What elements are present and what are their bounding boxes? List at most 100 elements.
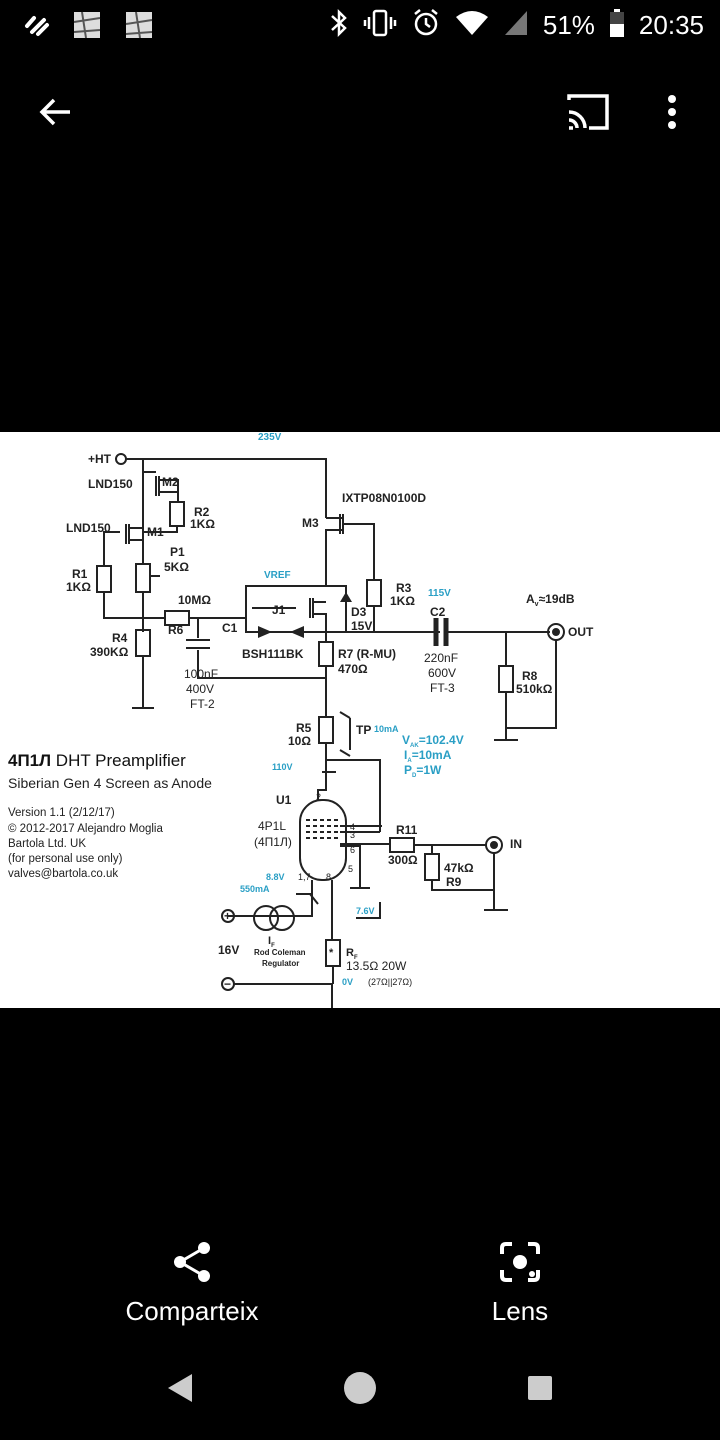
r9-label: R9	[446, 875, 462, 889]
svg-text:IA=10mA: IA=10mA	[404, 748, 452, 764]
clock: 20:35	[638, 9, 704, 40]
v235-label: 235V	[258, 432, 282, 443]
lnd150-label-2: LND150	[66, 521, 111, 535]
r3-value: 1KΩ	[390, 594, 415, 608]
ov-label: 0V	[342, 977, 353, 987]
back-triangle-icon[interactable]	[160, 1368, 200, 1408]
c2-value-2: 600V	[428, 666, 456, 680]
tp-current: 10mA	[374, 724, 399, 734]
pin-3: 3	[350, 830, 355, 840]
av-value: ≈19dB	[539, 592, 575, 606]
m1-label: M1	[147, 525, 164, 539]
v115-label: 115V	[428, 588, 451, 599]
r1-label: R1	[72, 567, 88, 581]
ma550-label: 550mA	[240, 884, 270, 894]
more-vert-icon[interactable]	[648, 88, 696, 136]
pin-2: 2	[316, 792, 321, 802]
j1-label: J1	[272, 603, 286, 617]
r7-label: R7 (R-MU)	[338, 647, 396, 661]
pin-5: 5	[348, 864, 353, 874]
rf-label: R	[346, 947, 354, 959]
m2-label: M2	[162, 475, 179, 489]
home-circle-icon[interactable]	[340, 1368, 380, 1408]
d3-label: D3	[351, 605, 367, 619]
r7-value: 470Ω	[338, 662, 368, 676]
email-text: valves@bartola.co.uk	[8, 868, 118, 880]
bluetooth-icon	[329, 8, 349, 42]
r8-value: 510kΩ	[516, 682, 553, 696]
vak-value: =102.4V	[419, 733, 464, 747]
version-text: Version 1.1 (2/12/17)	[8, 807, 115, 819]
ia-sub: A	[407, 758, 412, 764]
svg-text:PD=1W: PD=1W	[404, 763, 442, 779]
c1-value-1: 100nF	[184, 667, 218, 681]
usage-text: (for personal use only)	[8, 853, 123, 865]
svg-text:VAK=102.4V: VAK=102.4V	[402, 733, 464, 749]
back-arrow-icon[interactable]	[32, 88, 80, 136]
signal-icon	[503, 9, 529, 41]
company-text: Bartola Ltd. UK	[8, 838, 86, 850]
c2-value-1: 220nF	[424, 651, 458, 665]
v110-label: 110V	[272, 762, 293, 772]
in-label: IN	[510, 837, 522, 851]
svg-text:RF: RF	[346, 947, 358, 961]
r4-value: 390KΩ	[90, 645, 129, 659]
bsh111bk-diodes	[258, 592, 352, 638]
v88-label: 8.8V	[266, 872, 285, 882]
plus-terminal: +	[224, 909, 231, 923]
vref-label: VREF	[264, 570, 291, 581]
rf-star: *	[329, 947, 334, 959]
v76-label: 7.6V	[356, 906, 375, 916]
image-icon	[124, 10, 154, 44]
share-button[interactable]: Comparteix	[92, 1240, 292, 1327]
rf-parallel: (27Ω||27Ω)	[368, 977, 412, 987]
schematic-title-bold: 4П1Л	[8, 751, 51, 770]
recents-square-icon[interactable]	[520, 1368, 560, 1408]
tp-label: TP	[356, 723, 371, 737]
pin-6: 6	[350, 845, 355, 855]
ht-label: +HT	[88, 452, 112, 466]
schematic-image[interactable]: 4П1Л DHT Preamplifier Siberian Gen 4 Scr…	[0, 432, 720, 1008]
r2-label: R2	[194, 505, 210, 519]
c2-value-3: FT-3	[430, 681, 455, 695]
ixtp-label: IXTP08N0100D	[342, 491, 426, 505]
c1-label: C1	[222, 621, 238, 635]
lens-button[interactable]: Lens	[420, 1240, 620, 1327]
if-sub: F	[271, 943, 275, 949]
share-icon	[172, 1242, 212, 1288]
r11-value: 300Ω	[388, 853, 418, 867]
r4-label: R4	[112, 631, 128, 645]
svg-text:IF: IF	[268, 935, 275, 949]
vak-label: V	[402, 733, 410, 747]
regulator-line-2: Regulator	[262, 959, 299, 968]
lnd150-label-1: LND150	[88, 477, 133, 491]
p1-value: 5KΩ	[164, 560, 189, 574]
wires	[96, 453, 565, 1008]
ia-label: I	[404, 748, 407, 762]
v16-label: 16V	[218, 943, 239, 957]
regulator-line-1: Rod Coleman	[254, 948, 306, 957]
bottom-actions: Comparteix Lens	[0, 1240, 720, 1350]
c1-value-3: FT-2	[190, 697, 215, 711]
r5-label: R5	[296, 721, 312, 735]
schematic-title: DHT Preamplifier	[56, 751, 186, 770]
svg-text:Av≈19dB: Av≈19dB	[526, 592, 575, 608]
image-icon	[72, 10, 102, 44]
copyright-text: © 2012-2017 Alejandro Moglia	[8, 823, 163, 835]
app-bar	[0, 72, 720, 152]
r6-label: R6	[168, 623, 184, 637]
pd-value: =1W	[416, 763, 442, 777]
m3-label: M3	[302, 516, 319, 530]
pin-8: 8	[326, 872, 331, 882]
vak-sub: AK	[410, 743, 419, 749]
minus-terminal: −	[224, 977, 231, 991]
app-notification-icon	[24, 12, 50, 42]
av-sub: v	[535, 601, 539, 608]
p1-label: P1	[170, 545, 185, 559]
r5-value: 10Ω	[288, 734, 311, 748]
pin-1-7: 1,7	[298, 872, 311, 882]
bsh111bk-label: BSH111BK	[242, 647, 304, 661]
r3-label: R3	[396, 581, 412, 595]
out-label: OUT	[568, 625, 594, 639]
cast-icon[interactable]	[560, 88, 616, 136]
